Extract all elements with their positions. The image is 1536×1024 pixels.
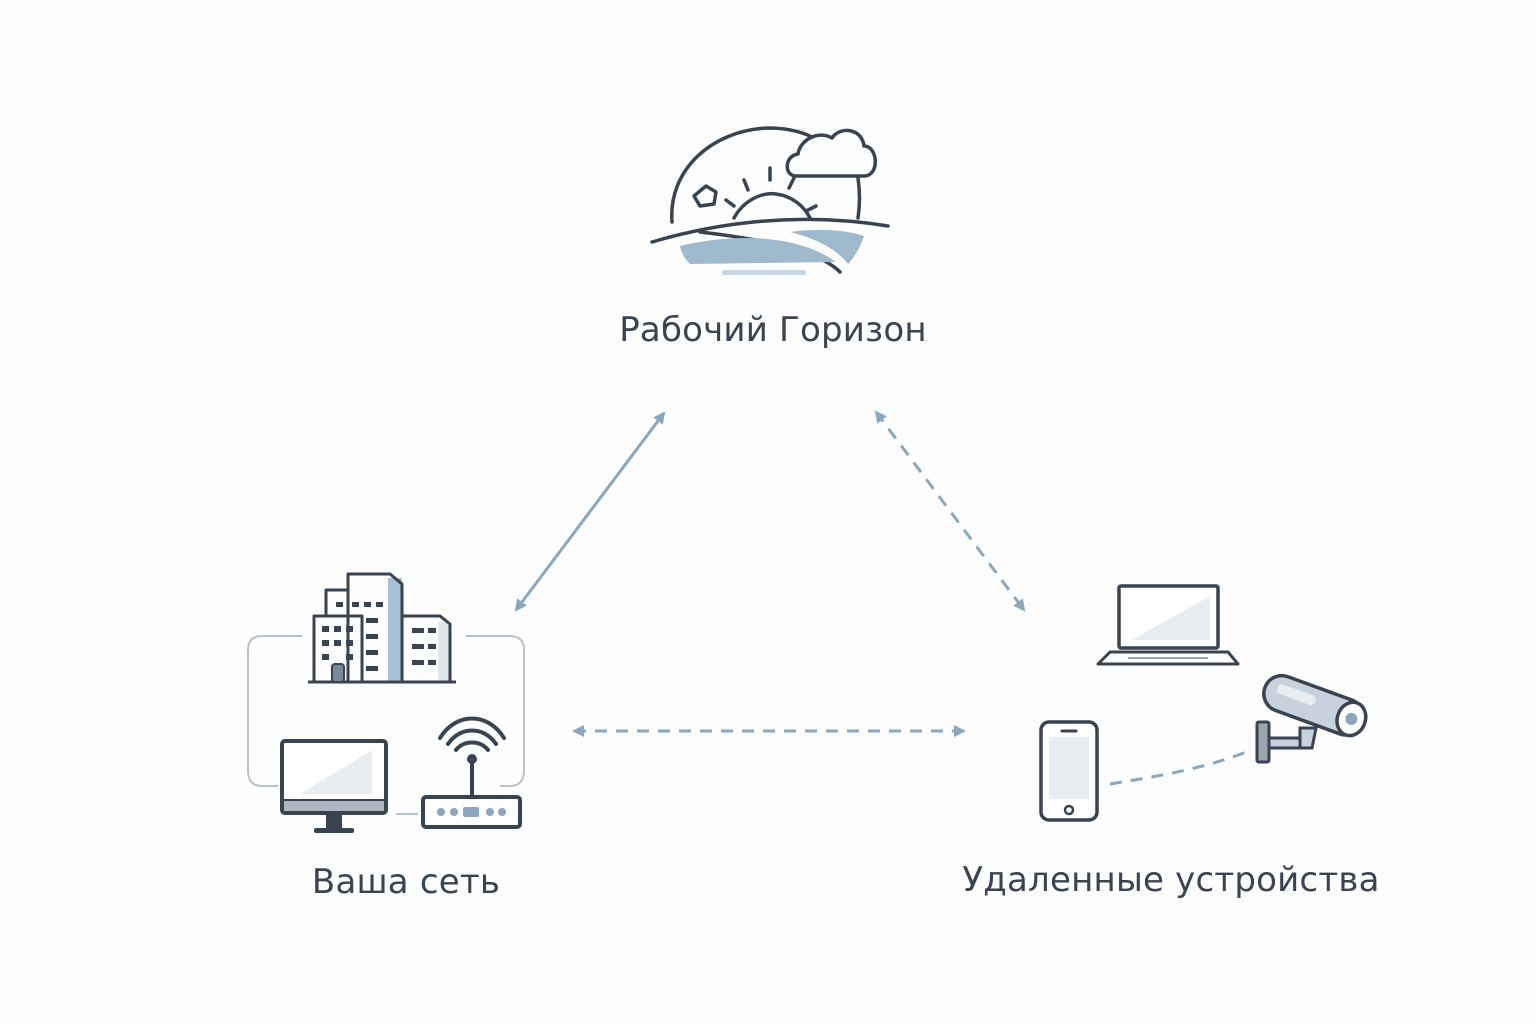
network-frame-left [247,635,302,787]
remote-devices-label: Удаленные устройства [962,860,1380,900]
horizon-network-link [514,411,666,612]
sunrise-horizon-cloud-icon [650,126,890,274]
desktop-monitor-icon [280,739,388,833]
laptop-icon [1096,584,1240,666]
network-label: Ваша сеть [311,862,501,902]
horizon-fill [680,229,864,275]
security-camera-icon [1255,673,1368,764]
horizon-label: Рабочий Горизон [619,310,927,350]
wifi-router-icon [421,716,522,829]
horizon-remote-link [874,410,1026,612]
network-frame-right [466,635,525,787]
smartphone-icon [1039,720,1099,822]
phone-camera-link [1109,750,1247,786]
office-buildings-icon [308,572,456,684]
